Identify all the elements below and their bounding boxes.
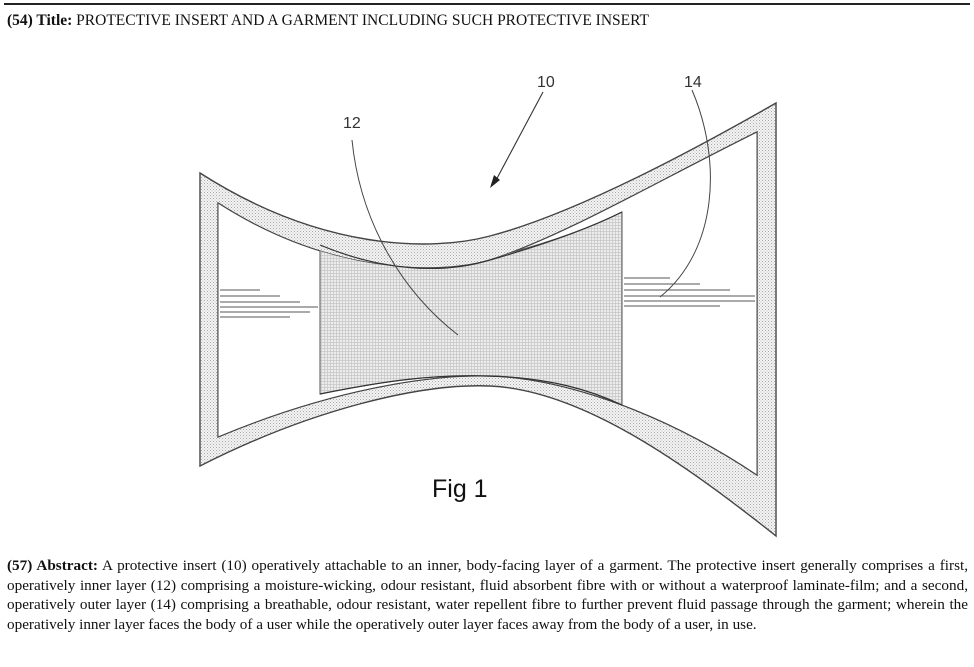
ref-label-12: 12	[343, 115, 361, 132]
ref-label-10: 10	[537, 74, 555, 91]
abstract-text: A protective insert (10) operatively att…	[7, 557, 968, 633]
header-rule	[4, 3, 970, 5]
ref-label-14: 14	[684, 74, 702, 91]
left-hatch-lines	[220, 289, 318, 318]
title-label: (54) Title:	[7, 12, 73, 29]
patent-title: (54) Title: PROTECTIVE INSERT AND A GARM…	[7, 11, 967, 31]
patent-figure: 10 12 14 Fig 1	[0, 60, 974, 550]
leader-line-12	[351, 139, 459, 336]
right-hatch-lines	[624, 277, 755, 307]
patent-abstract: (57) Abstract: A protective insert (10) …	[7, 556, 968, 634]
title-text: PROTECTIVE INSERT AND A GARMENT INCLUDIN…	[76, 12, 649, 29]
leader-arrow-10	[493, 91, 544, 185]
leader-line-14	[659, 89, 711, 298]
figure-caption: Fig 1	[432, 475, 488, 503]
abstract-label: (57) Abstract:	[7, 557, 98, 574]
insert-drawing	[199, 89, 777, 538]
